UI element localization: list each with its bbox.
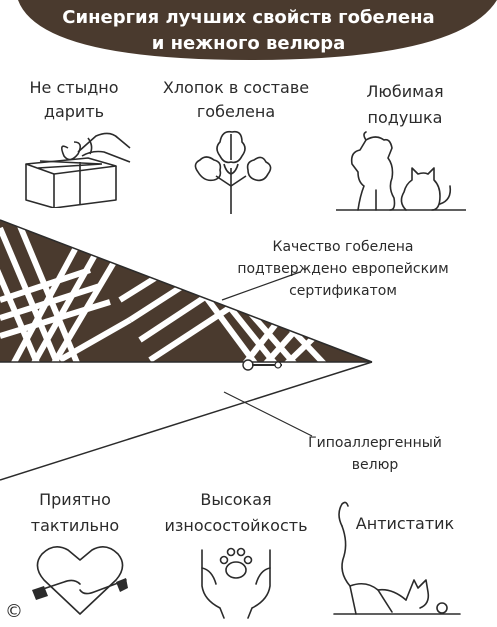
- feature-durability-line1: Высокая: [200, 490, 272, 509]
- feature-gift-line1: Не стыдно: [29, 78, 119, 97]
- banner-title-line2: и нежного велюра: [151, 33, 346, 54]
- feature-tactile-line1: Приятно: [39, 490, 111, 509]
- feature-cotton-line2: гобелена: [196, 102, 276, 121]
- callout-certificate-line3: сертификатом: [289, 283, 397, 299]
- dog-and-cat-icon: [336, 131, 466, 211]
- gift-box-icon: [25, 132, 131, 208]
- header-banner: Синергия лучших свойств гобелена и нежно…: [0, 0, 497, 60]
- feature-gift-line2: дарить: [43, 102, 105, 121]
- feature-durability-line2: износостойкость: [164, 516, 308, 535]
- callout-velour-line2: велюр: [351, 457, 399, 473]
- callout-certificate-line2: подтверждено европейским: [237, 261, 449, 277]
- feature-pillow-line2: подушка: [367, 108, 443, 127]
- cotton-flower-icon: [194, 130, 272, 214]
- cat-icon: [333, 501, 461, 615]
- copyright-mark: ©: [5, 601, 23, 622]
- zipper-pull-icon: [242, 359, 282, 371]
- feature-pillow-line1: Любимая: [366, 82, 444, 101]
- banner-background: [18, 0, 497, 60]
- callout-certificate-line1: Качество гобелена: [272, 239, 414, 255]
- heart-hands-icon: [32, 546, 128, 615]
- feature-tactile-line2: тактильно: [30, 516, 120, 535]
- feature-cotton-line1: Хлопок в составе: [162, 78, 310, 97]
- feature-antistatic-label: Антистатик: [355, 514, 455, 533]
- callout-velour-line1: Гипоаллергенный: [308, 435, 442, 451]
- paw-in-hands-icon: [201, 547, 271, 619]
- banner-title-line1: Синергия лучших свойств гобелена: [62, 7, 435, 28]
